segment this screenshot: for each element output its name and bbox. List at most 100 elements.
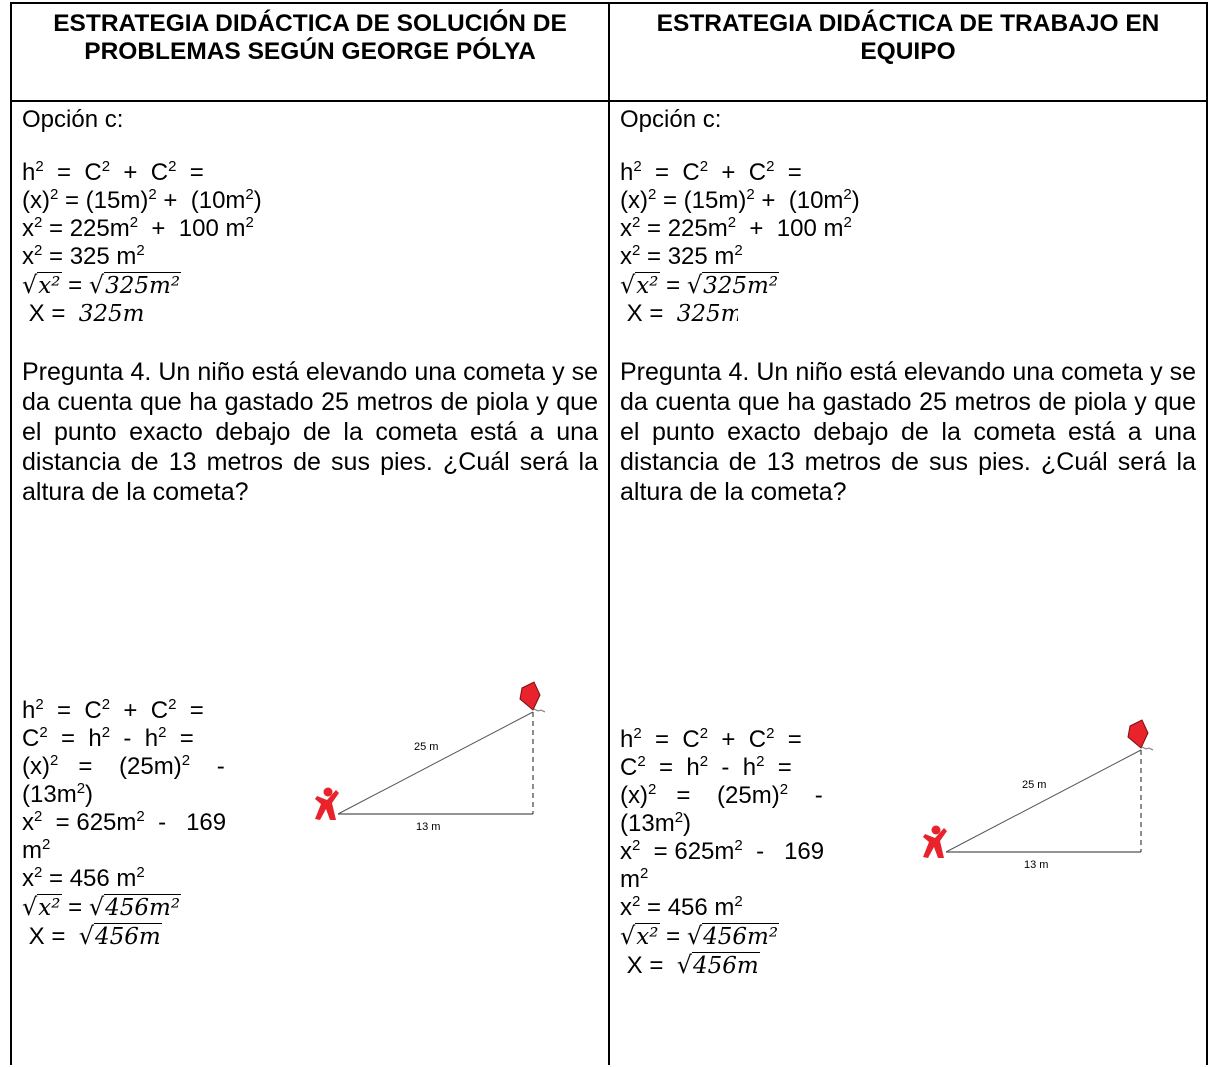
eq-text: + C: [110, 159, 169, 186]
equation-line-sqrt: X = √456m: [620, 951, 890, 980]
exponent: 2: [168, 158, 177, 175]
eq-text: =: [774, 159, 802, 186]
exponent: 2: [42, 836, 51, 853]
occlusion-patch: [738, 298, 764, 334]
question-text: Pregunta 4. Un niño está elevando una co…: [620, 358, 1196, 506]
eq-text: (x): [22, 187, 50, 214]
exponent: 2: [674, 809, 684, 826]
eq-text: =: [176, 159, 204, 186]
header-right-title: ESTRATEGIA DIDÁCTICA DE TRABAJO EN EQUIP…: [656, 10, 1160, 65]
eq-text: x: [22, 243, 34, 270]
sqrt-argument: x²: [37, 894, 62, 921]
equation-line: X = 325m: [22, 300, 598, 328]
eq-text: h: [22, 697, 36, 724]
exponent: 2: [34, 214, 43, 231]
eq-text: ): [683, 810, 692, 837]
eq-text: X =: [620, 300, 677, 327]
eq-text: h: [620, 726, 634, 753]
sqrt-argument: 456m²: [104, 894, 182, 921]
eq-text: = (25m): [58, 753, 182, 780]
equation-line-sqrt: √x² = √456m²: [22, 893, 292, 922]
eq-text: (13m: [620, 810, 675, 837]
eq-text: X =: [22, 923, 79, 950]
exponent: 2: [181, 752, 191, 769]
base-label: 13 m: [1024, 859, 1048, 871]
child-icon: [315, 787, 339, 820]
equation-line: m2: [620, 866, 890, 894]
eq-text: (x): [620, 782, 648, 809]
sqrt-argument: 325m²: [702, 272, 780, 299]
eq-text: =: [166, 725, 194, 752]
equation-line: x2 = 456 m2: [22, 865, 292, 893]
eq-text: X =: [22, 300, 79, 327]
equation-line: (x)2 = (25m)2 -: [620, 782, 890, 810]
sqrt-argument: x²: [635, 272, 660, 299]
exponent: 2: [637, 753, 646, 770]
equation-line: (x)2 = (15m)2 + (10m2): [620, 187, 1196, 215]
child-icon: [923, 825, 947, 858]
equation-line: X = 325m: [620, 300, 1196, 328]
exponent: 2: [148, 186, 157, 203]
equation-line: (13m2): [22, 781, 292, 809]
sqrt-symbol: √: [686, 922, 703, 950]
eq-text: = 625m: [640, 838, 735, 865]
eq-text: + (10m: [754, 187, 844, 214]
equation-line: x2 = 225m2 + 100 m2: [620, 215, 1196, 243]
kite-tail: [1141, 746, 1154, 751]
header-left-title: ESTRATEGIA DIDÁCTICA DE SOLUCIÓN DE PROB…: [53, 10, 567, 65]
equation-line-sqrt: √x² = √325m²: [22, 271, 598, 300]
pythagoras-steps-b: h2 = C2 + C2 = C2 = h2 - h2 = (x)2 = (25…: [22, 697, 292, 951]
eq-text: = C: [641, 159, 700, 186]
eq-text: = C: [43, 697, 102, 724]
eq-text: - 169: [742, 838, 825, 865]
pythagoras-steps-b: h2 = C2 + C2 = C2 = h2 - h2 = (x)2 = (25…: [620, 726, 890, 980]
eq-text: - h: [708, 754, 757, 781]
eq-text: ): [85, 781, 94, 808]
exponent: 2: [35, 696, 44, 713]
eq-text: -: [788, 782, 823, 809]
exponent: 2: [766, 158, 775, 175]
eq-text: = C: [641, 726, 700, 753]
eq-text: (x): [22, 753, 50, 780]
option-label: Opción c:: [620, 106, 722, 133]
exponent: 2: [34, 808, 43, 825]
sqrt-symbol: √: [676, 951, 692, 979]
exponent: 2: [129, 214, 139, 231]
exponent: 2: [632, 893, 641, 910]
exponent: 2: [734, 242, 743, 259]
exponent: 2: [136, 864, 145, 881]
exponent: 2: [168, 696, 177, 713]
exponent: 2: [843, 186, 852, 203]
exponent: 2: [843, 214, 852, 231]
equation-line: x2 = 625m2 - 169: [22, 809, 292, 837]
exponent: 2: [136, 808, 145, 825]
sqrt-argument: x²: [37, 272, 62, 299]
eq-text: + C: [708, 159, 767, 186]
exponent: 2: [699, 753, 709, 770]
exponent: 2: [647, 781, 657, 798]
exponent: 2: [699, 158, 709, 175]
eq-text: = h: [47, 725, 102, 752]
sqrt-symbol: √: [620, 271, 636, 299]
eq-text: X =: [620, 952, 677, 979]
exponent: 2: [746, 186, 755, 203]
eq-text: + C: [708, 726, 767, 753]
sqrt-symbol: √: [686, 271, 703, 299]
equation-line: h2 = C2 + C2 =: [620, 726, 890, 754]
eq-text: = 325 m: [42, 243, 137, 270]
eq-text: ): [253, 187, 262, 214]
eq-text: - 169: [144, 809, 227, 836]
exponent: 2: [647, 186, 657, 203]
equation-line-sqrt: X = √456m: [22, 922, 292, 951]
hypotenuse-label: 25 m: [414, 741, 438, 753]
exponent: 2: [76, 780, 86, 797]
eq-text: C: [22, 725, 40, 752]
eq-text: (13m: [22, 781, 77, 808]
equation-line: x2 = 625m2 - 169: [620, 838, 890, 866]
exponent: 2: [779, 781, 789, 798]
eq-text: = C: [43, 159, 102, 186]
hypotenuse-line: [337, 711, 534, 815]
hypotenuse-label: 25 m: [1022, 779, 1046, 791]
exponent: 2: [101, 696, 111, 713]
eq-text: = 325 m: [640, 243, 735, 270]
